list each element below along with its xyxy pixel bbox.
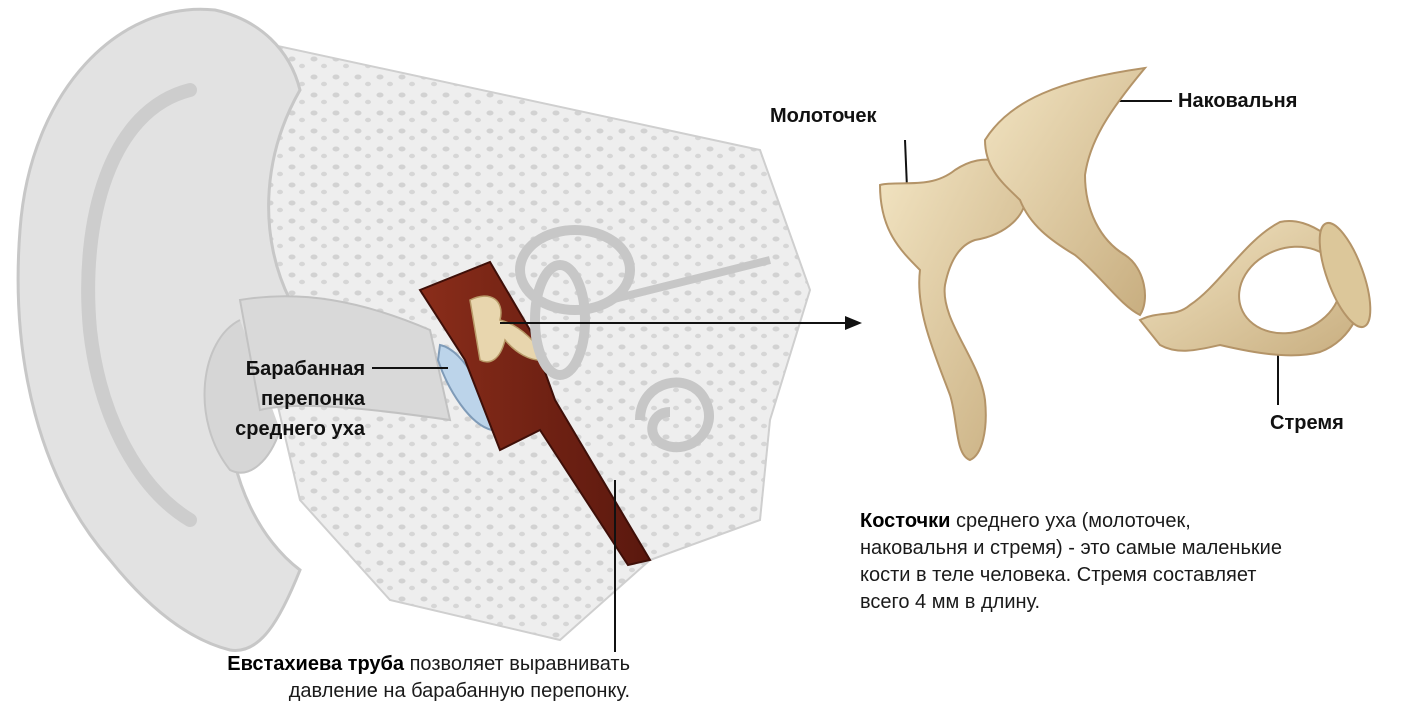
malleus-bone bbox=[880, 160, 1026, 460]
eustachian-title: Евстахиева труба bbox=[227, 653, 404, 675]
ossicles-title: Косточки bbox=[860, 510, 950, 532]
ossicles-caption: Косточки среднего уха (молоточек, накова… bbox=[860, 508, 1410, 616]
zoom-arrow-head bbox=[845, 316, 862, 330]
ossicles-text-4: всего 4 мм в длину. bbox=[860, 589, 1410, 616]
label-hammer: Молоточек bbox=[770, 103, 877, 129]
label-anvil: Наковальня bbox=[1178, 88, 1297, 114]
eustachian-text-2: давление на барабанную перепонку. bbox=[90, 678, 630, 705]
label-eardrum-line3: среднего уха bbox=[150, 414, 365, 444]
label-eardrum-line1: Барабанная bbox=[150, 354, 365, 384]
eustachian-caption: Евстахиева труба позволяет выравнивать д… bbox=[90, 651, 630, 705]
label-eardrum: Барабанная перепонка среднего уха bbox=[150, 354, 365, 444]
ossicles-text-3: кости в теле человека. Стремя составляет bbox=[860, 562, 1410, 589]
label-eardrum-line2: перепонка bbox=[150, 384, 365, 414]
ossicles-text-1: среднего уха (молоточек, bbox=[950, 510, 1190, 532]
ossicles-text-2: наковальня и стремя) - это самые маленьк… bbox=[860, 535, 1410, 562]
label-stirrup: Стремя bbox=[1270, 410, 1344, 436]
eustachian-line1: Евстахиева труба позволяет выравнивать bbox=[90, 651, 630, 678]
eustachian-text-1: позволяет выравнивать bbox=[404, 653, 630, 675]
ossicles-line1: Косточки среднего уха (молоточек, bbox=[860, 508, 1410, 535]
